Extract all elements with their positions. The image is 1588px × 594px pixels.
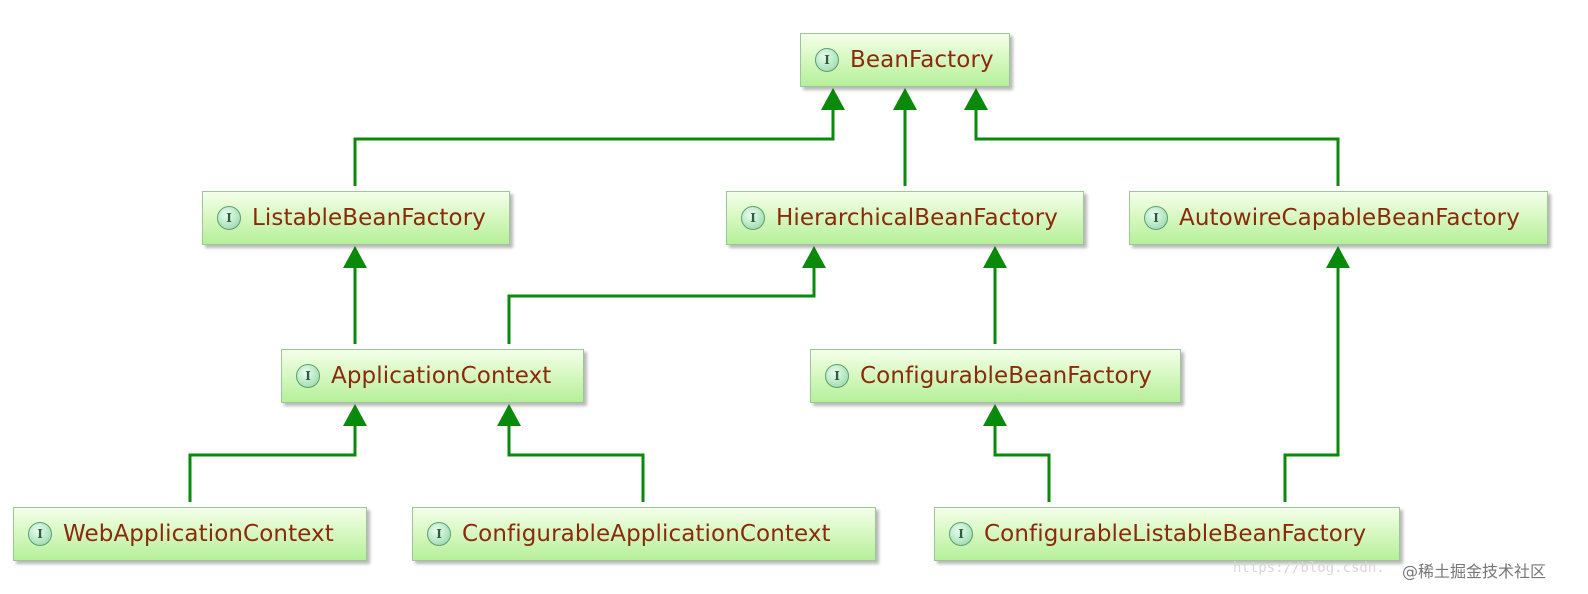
watermark-url: https://blog.csdn.: [1233, 560, 1385, 576]
interface-icon: I: [217, 206, 241, 230]
node-label: ConfigurableApplicationContext: [462, 521, 831, 547]
interface-icon: I: [427, 522, 451, 546]
arrowhead: [1326, 246, 1350, 268]
arrowhead: [343, 404, 367, 426]
edge-line: [974, 108, 1340, 186]
arrowhead: [821, 88, 845, 110]
edge-application-context-to-hierarchical-bean-factory: [507, 246, 826, 344]
arrowhead: [802, 246, 826, 268]
edge-hierarchical-bean-factory-to-bean-factory: [893, 88, 917, 186]
edge-configurable-bean-factory-to-hierarchical-bean-factory: [983, 246, 1007, 344]
arrowhead: [983, 246, 1007, 268]
edge-line: [507, 424, 645, 502]
node-configurable-bean-factory: I ConfigurableBeanFactory: [810, 349, 1181, 403]
node-label: WebApplicationContext: [63, 521, 334, 547]
arrowhead: [497, 404, 521, 426]
edge-configurable-listable-bean-factory-to-configurable-bean-factory: [983, 404, 1051, 502]
node-label: ApplicationContext: [331, 363, 552, 389]
node-label: AutowireCapableBeanFactory: [1179, 205, 1520, 231]
interface-icon: I: [949, 522, 973, 546]
node-configurable-listable-bean-factory: I ConfigurableListableBeanFactory: [934, 507, 1400, 561]
node-label: BeanFactory: [850, 47, 994, 73]
interface-icon: I: [28, 522, 52, 546]
edge-listable-bean-factory-to-bean-factory: [353, 88, 845, 186]
interface-icon: I: [815, 48, 839, 72]
edge-web-application-context-to-application-context: [188, 404, 367, 502]
edge-line: [993, 424, 1051, 502]
interface-icon: I: [296, 364, 320, 388]
node-label: ListableBeanFactory: [252, 205, 486, 231]
arrowhead: [964, 88, 988, 110]
edge-line: [1283, 266, 1340, 502]
interface-icon: I: [825, 364, 849, 388]
watermark-brand: @稀土掘金技术社区: [1402, 562, 1547, 581]
node-hierarchical-bean-factory: I HierarchicalBeanFactory: [726, 191, 1084, 245]
node-label: ConfigurableBeanFactory: [860, 363, 1152, 389]
node-application-context: I ApplicationContext: [281, 349, 584, 403]
node-bean-factory: I BeanFactory: [800, 33, 1010, 87]
edge-line: [188, 424, 357, 502]
edge-application-context-to-listable-bean-factory: [343, 246, 367, 344]
node-listable-bean-factory: I ListableBeanFactory: [202, 191, 510, 245]
node-web-application-context: I WebApplicationContext: [13, 507, 367, 561]
edge-configurable-application-context-to-application-context: [497, 404, 645, 502]
arrowhead: [893, 88, 917, 110]
node-label: HierarchicalBeanFactory: [776, 205, 1058, 231]
edge-configurable-listable-bean-factory-to-autowire-capable-bean-factory: [1283, 246, 1350, 502]
edge-autowire-capable-bean-factory-to-bean-factory: [964, 88, 1340, 186]
node-label: ConfigurableListableBeanFactory: [984, 521, 1367, 547]
arrowhead: [343, 246, 367, 268]
node-autowire-capable-bean-factory: I AutowireCapableBeanFactory: [1129, 191, 1548, 245]
edge-line: [353, 108, 835, 186]
arrowhead: [983, 404, 1007, 426]
interface-icon: I: [741, 206, 765, 230]
edge-line: [507, 266, 816, 344]
node-configurable-application-context: I ConfigurableApplicationContext: [412, 507, 876, 561]
interface-icon: I: [1144, 206, 1168, 230]
